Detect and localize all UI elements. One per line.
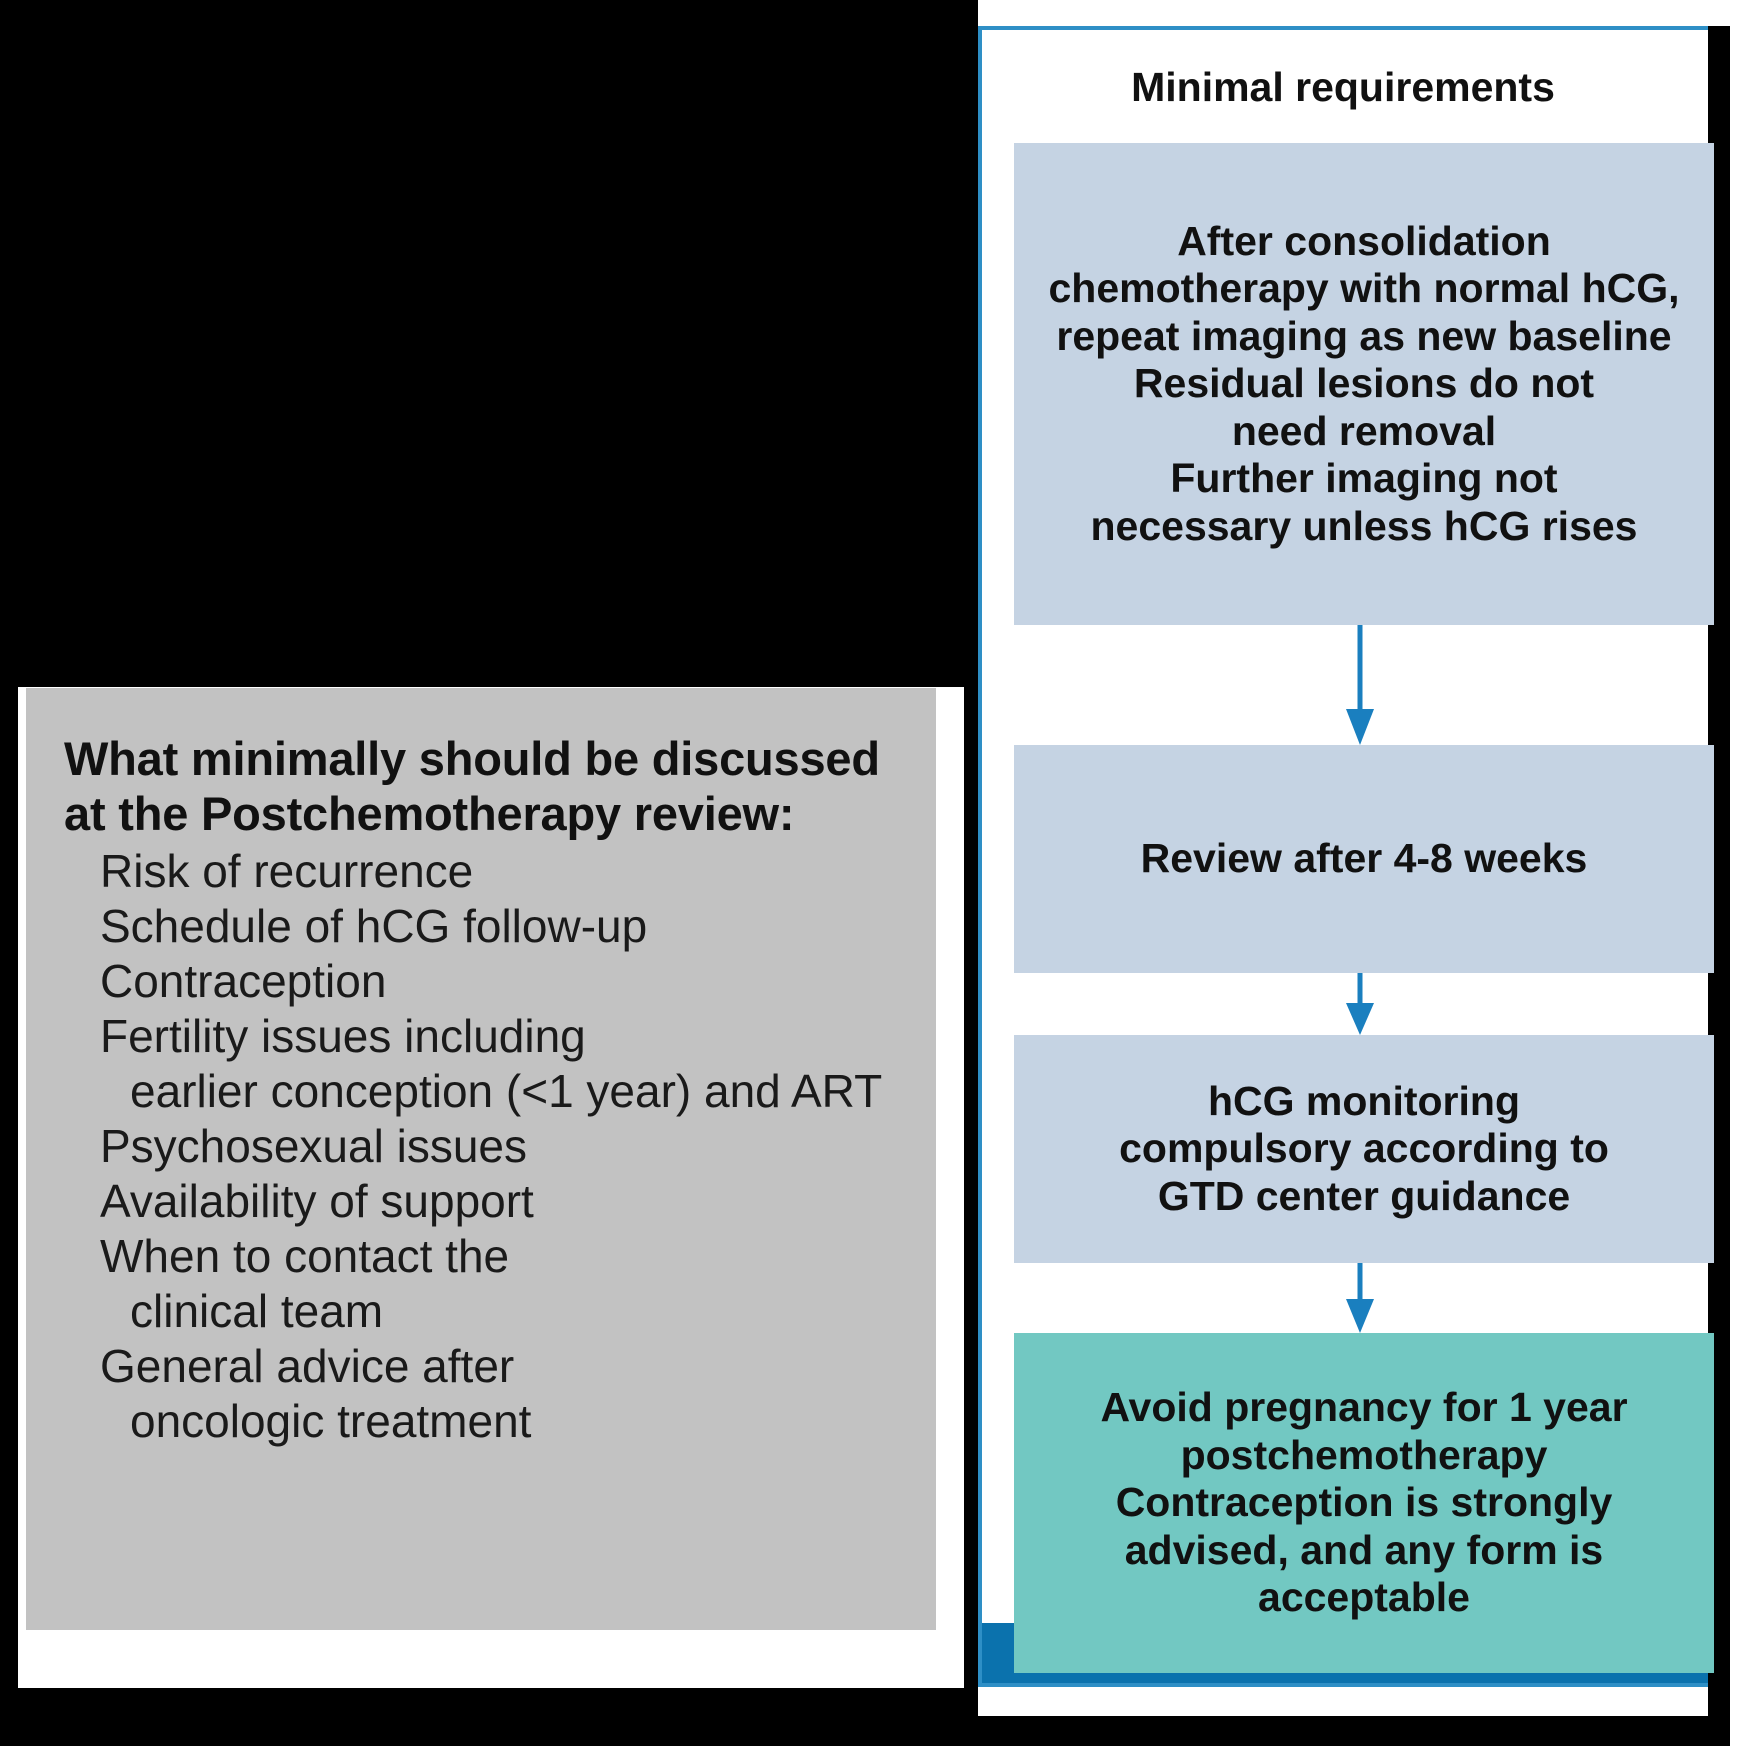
flow-node-avoid-pregnancy: Avoid pregnancy for 1 year postchemother…	[1014, 1333, 1714, 1673]
list-item-continuation: earlier conception (<1 year) and ART	[130, 1064, 883, 1117]
flow-node-text: Review after 4-8 weeks	[1014, 835, 1714, 883]
flow-node-text: hCG monitoring compulsory according to G…	[1014, 1078, 1714, 1221]
postchemotherapy-review-panel: What minimally should be discussed at th…	[26, 688, 936, 1630]
flow-node-line: Residual lesions do not	[1133, 360, 1595, 407]
flow-node-line: GTD center guidance	[1157, 1172, 1571, 1219]
flow-node-line: Further imaging not	[1170, 455, 1558, 502]
list-item-main: General advice after	[100, 1339, 515, 1392]
flow-node-line: repeat imaging as new baseline	[1056, 312, 1672, 359]
down-arrow-icon	[1345, 1263, 1375, 1335]
panel-heading: What minimally should be discussed at th…	[64, 732, 880, 840]
list-item: Availability of support	[64, 1174, 902, 1229]
flow-node-line: chemotherapy with normal hCG,	[1048, 265, 1680, 312]
flow-node-review-after-4-8-weeks: Review after 4-8 weeks	[1014, 745, 1714, 973]
list-item: Risk of recurrence	[64, 844, 902, 899]
left-black-mask-top	[0, 0, 964, 687]
discussion-topics-list: Risk of recurrence Schedule of hCG follo…	[64, 844, 902, 1449]
flow-node-line: acceptable	[1258, 1574, 1470, 1621]
list-item: Psychosexual issues	[64, 1119, 902, 1174]
flow-node-line: Avoid pregnancy for 1 year	[1100, 1384, 1628, 1431]
list-item-main: When to contact the	[100, 1229, 510, 1282]
list-item: When to contact the clinical team	[64, 1229, 902, 1339]
left-black-mask-bottom	[0, 1688, 964, 1746]
down-arrow-icon	[1345, 973, 1375, 1037]
center-black-gutter	[964, 0, 978, 1746]
flow-node-line: need removal	[1231, 407, 1497, 454]
right-white-margin	[1730, 0, 1746, 1746]
flow-node-line: advised, and any form is	[1124, 1526, 1604, 1573]
list-item-main: Psychosexual issues	[100, 1119, 527, 1172]
list-item-main: Schedule of hCG follow-up	[100, 899, 648, 952]
flow-node-line: After consolidation	[1177, 217, 1551, 264]
flow-node-hcg-monitoring: hCG monitoring compulsory according to G…	[1014, 1035, 1714, 1263]
flow-node-text: Avoid pregnancy for 1 year postchemother…	[1014, 1384, 1714, 1622]
list-item-main: Availability of support	[100, 1174, 534, 1227]
list-item: Contraception	[64, 954, 902, 1009]
flow-node-line: Contraception is strongly	[1115, 1479, 1613, 1526]
list-item: Fertility issues including earlier conce…	[64, 1009, 902, 1119]
list-item-continuation: clinical team	[130, 1284, 384, 1337]
list-item: Schedule of hCG follow-up	[64, 899, 902, 954]
flow-node-line: compulsory according to	[1119, 1125, 1609, 1172]
list-item: General advice after oncologic treatment	[64, 1339, 902, 1449]
flow-node-after-consolidation: After consolidation chemotherapy with no…	[1014, 143, 1714, 625]
flow-node-line: Review after 4-8 weeks	[1140, 835, 1588, 882]
list-item-main: Fertility issues including	[100, 1009, 586, 1062]
flowchart-title: Minimal requirements	[1131, 64, 1555, 110]
down-arrow-icon	[1345, 625, 1375, 747]
bottom-black-mask-right	[964, 1716, 1730, 1746]
left-black-edge-strip	[0, 687, 18, 1746]
flow-node-line: necessary unless hCG rises	[1090, 502, 1638, 549]
list-item-continuation: oncologic treatment	[130, 1394, 532, 1447]
flow-node-text: After consolidation chemotherapy with no…	[1014, 218, 1714, 551]
list-item-main: Contraception	[100, 954, 387, 1007]
flow-node-line: hCG monitoring	[1207, 1077, 1520, 1124]
flow-node-line: postchemotherapy	[1180, 1431, 1548, 1478]
list-item-main: Risk of recurrence	[100, 844, 474, 897]
